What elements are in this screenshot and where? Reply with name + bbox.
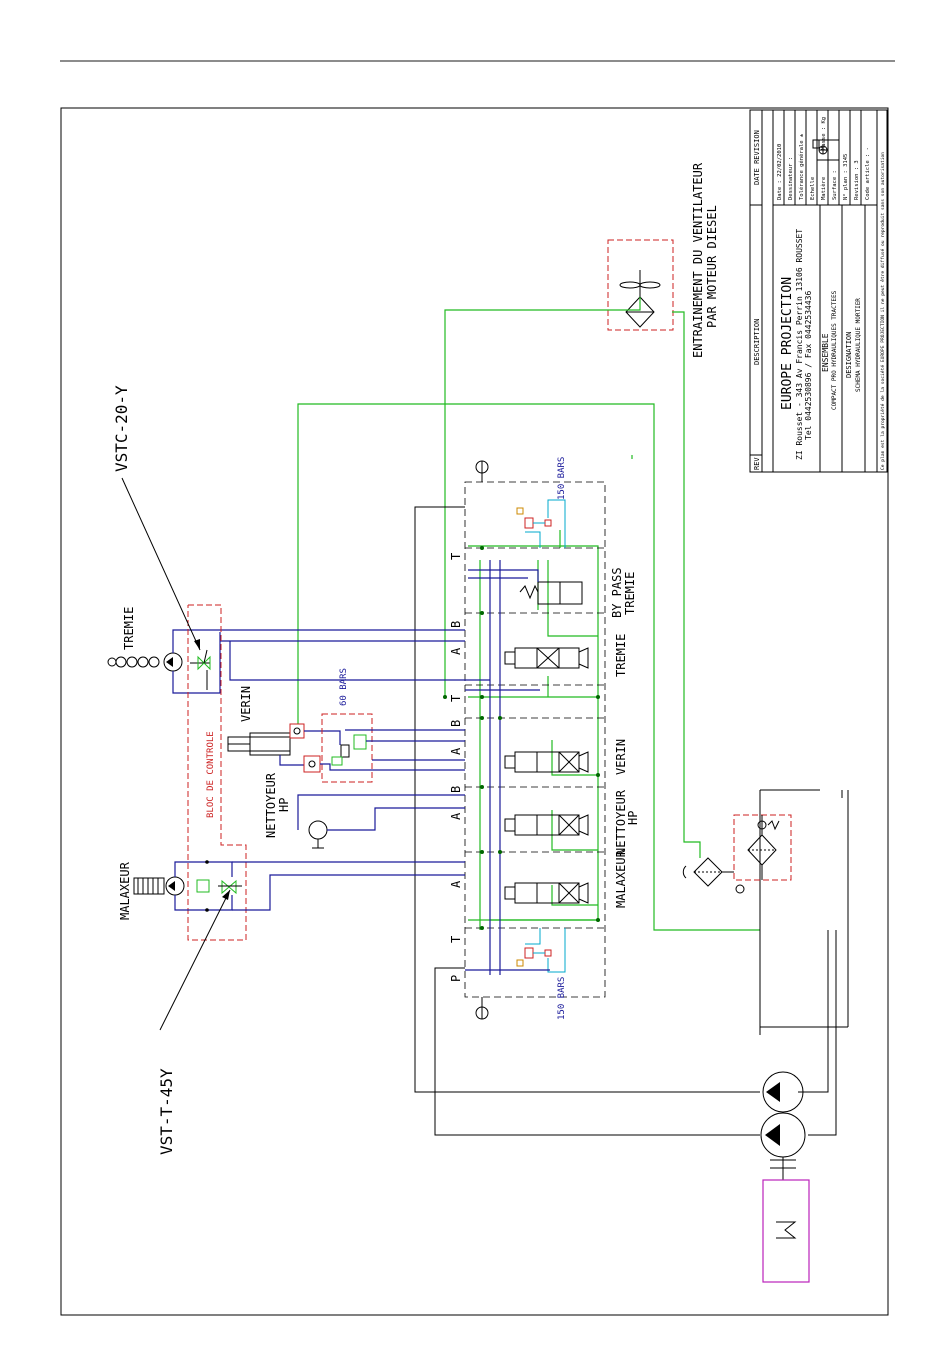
drawing-border — [60, 107, 889, 1316]
fan-motor: ENTRAINEMENT DU VENTILATEUR PAR MOTEUR D… — [607, 162, 719, 358]
section-bypass-tremie-label: TREMIE — [623, 572, 637, 615]
nettoyeur-label: NETTOYEUR — [264, 772, 278, 838]
green-lines — [297, 297, 760, 931]
nettoyeur-pump: NETTOYEUR HP — [264, 772, 328, 849]
bloc-controle-label: BLOC DE CONTROLE — [206, 731, 216, 818]
section-bypass-label: BY PASS — [610, 567, 624, 618]
pressure-60-label: 60 BARS — [339, 668, 349, 706]
title-plan: N° plan : 3145 — [843, 154, 849, 200]
tremie-label: TREMIE — [122, 607, 136, 650]
title-dessinateur: Dessinateur : — [788, 157, 794, 200]
spool-valve-nettoyeur — [504, 814, 589, 836]
spool-valve-malaxeur — [504, 882, 589, 904]
verin-cylinder: VERIN — [227, 686, 305, 756]
pressure-block-60: 60 BARS — [321, 668, 373, 783]
section-nettoyeur-label: NETTOYEUR — [614, 789, 628, 855]
port-a-verin: A — [449, 747, 463, 755]
port-t-1: T — [449, 936, 463, 943]
title-masse: Masse : Kg — [821, 117, 827, 150]
title-notice: Ce plan est la propriété de la société E… — [879, 152, 886, 470]
vstc-label: VSTC-20-Y — [112, 385, 131, 472]
bypass-valve — [519, 581, 583, 605]
drive-coupling — [770, 1157, 796, 1180]
title-matiere: Matière — [820, 177, 827, 200]
spool-valve-verin — [504, 751, 589, 773]
title-phone: Tel 0442530896 / Fax 0442534436 — [804, 291, 813, 440]
section-malaxeur-label: MALAXEUR — [614, 849, 628, 908]
port-t-2: T — [449, 695, 463, 702]
pressure-150-bottom: 150 BARS — [557, 977, 567, 1020]
port-a-malaxeur: A — [449, 880, 463, 888]
malaxeur-motor: MALAXEUR — [118, 861, 185, 920]
title-designation-name: SCHEMA HYDRAULIQUE MORTIER — [855, 298, 862, 392]
title-tolerance: Tolérance générale ± — [798, 133, 805, 200]
vst-label: VST-T-45Y — [157, 1068, 176, 1155]
title-description-label: DESCRIPTION — [753, 319, 761, 365]
return-filter — [733, 814, 792, 881]
nettoyeur-hp-label: HP — [277, 798, 291, 812]
port-a-nettoyeur: A — [449, 812, 463, 820]
suction-filter — [682, 857, 745, 894]
malaxeur-label: MALAXEUR — [118, 861, 132, 920]
port-t-3: T — [449, 553, 463, 560]
title-ensemble-name: COMPACT PRO HYDRAULIQUES TRACTEES — [831, 290, 838, 410]
vstc-annotation: VSTC-20-Y — [112, 385, 201, 651]
title-designation: DESIGNATION — [845, 332, 853, 378]
relief-valve-top — [516, 499, 566, 548]
moteur-diesel-label: PAR MOTEUR DIESEL — [705, 205, 719, 328]
pressure-150-top: 150 BARS — [557, 457, 567, 500]
title-surface: Surface : — [832, 170, 838, 200]
verin-label: VERIN — [239, 686, 253, 722]
spool-valve-tremie — [504, 647, 589, 669]
check-valve-verin — [303, 755, 321, 773]
port-p: P — [449, 975, 463, 982]
title-block: REV DESCRIPTION DATE REVISION Date : 22/… — [749, 109, 888, 473]
title-revision: Revision : 3 — [854, 160, 860, 200]
section-nettoyeur-hp-label: HP — [626, 811, 640, 825]
title-code: Code article : - — [865, 147, 871, 200]
section-tremie-label: TREMIE — [614, 634, 628, 677]
title-echelle: Echelle — [810, 177, 816, 200]
black-lines — [414, 506, 849, 1136]
section-verin-label: VERIN — [614, 739, 628, 775]
title-address: ZI Rousset - 343 Av Francis Perrin 13106… — [795, 229, 804, 460]
title-date: Date : 22/02/2010 — [777, 144, 783, 200]
port-a-tremie: A — [449, 647, 463, 655]
valve-bank: P T A A B A B T A B T MALAXEUR NETTOYEUR… — [443, 457, 640, 1020]
relief-valve-bottom — [516, 928, 566, 973]
title-ensemble: ENSEMBLE — [821, 333, 830, 372]
diesel-engine-icon — [762, 1179, 810, 1283]
vst-annotation: VST-T-45Y — [157, 889, 231, 1155]
port-b-tremie: B — [449, 621, 463, 628]
title-date-revision-label: DATE REVISION — [753, 130, 761, 185]
pump-lower — [760, 1112, 806, 1158]
port-b-verin: B — [449, 720, 463, 727]
tremie-motor: TREMIE — [107, 607, 183, 672]
control-block: BLOC DE CONTROLE — [187, 604, 247, 941]
port-b-nettoyeur: B — [449, 786, 463, 793]
entrainement-label: ENTRAINEMENT DU VENTILATEUR — [691, 162, 705, 358]
title-rev-label: REV — [753, 457, 761, 470]
pump-upper — [762, 1071, 804, 1113]
malaxeur-check-valve — [196, 879, 210, 893]
title-company: EUROPE PROJECTION — [780, 277, 795, 410]
